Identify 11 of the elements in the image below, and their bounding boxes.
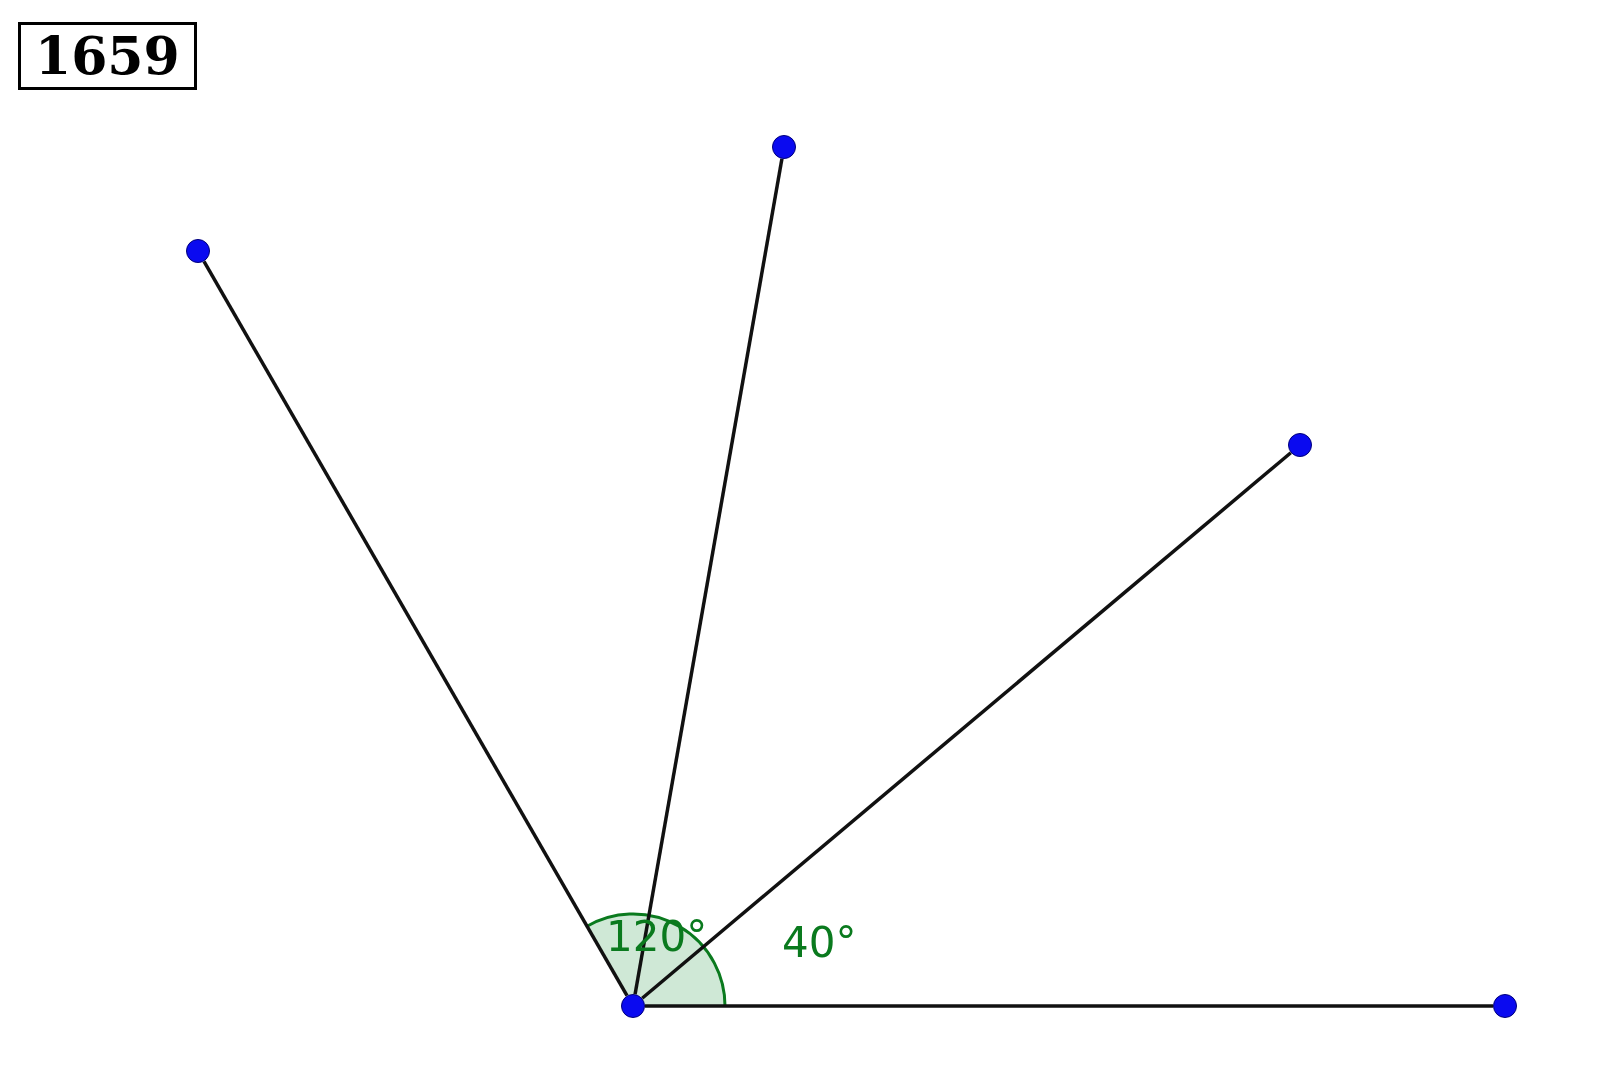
line-segment — [633, 158, 784, 995]
point-dot — [186, 239, 210, 263]
point-dot — [1288, 433, 1312, 457]
point-dot — [1493, 994, 1517, 1018]
point-dot — [772, 135, 796, 159]
exercise-number: 1659 — [18, 22, 197, 90]
angle-label: 40° — [782, 918, 857, 967]
point-dot — [621, 994, 645, 1018]
line-segment — [645, 1004, 1493, 1008]
line-segment — [202, 260, 629, 997]
line-segment — [641, 451, 1292, 1000]
